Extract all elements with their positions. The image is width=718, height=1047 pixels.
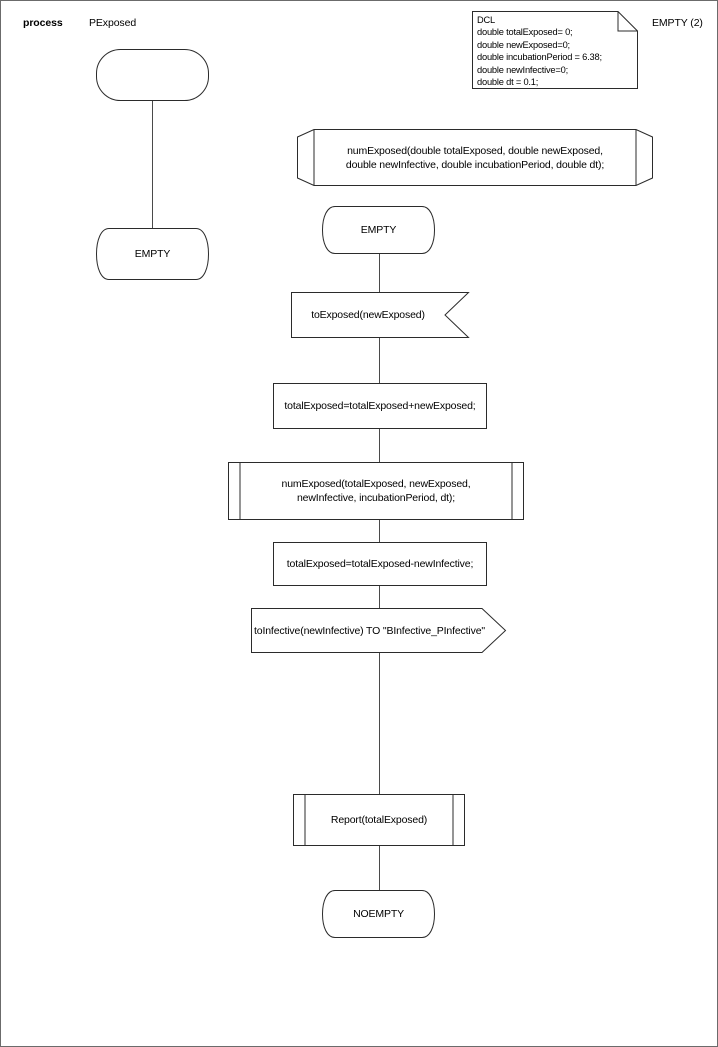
task-sub-path <box>273 542 487 586</box>
declaration-note-text: DCL double totalExposed= 0; double newEx… <box>477 15 602 88</box>
connector-start-to-empty-state <box>152 101 153 228</box>
connector-report-to-noempty <box>379 846 380 890</box>
state-empty-left[interactable]: EMPTY <box>95 228 210 280</box>
procedure-call-num-symbol[interactable]: numExposed(totalExposed, newExposed, new… <box>228 462 524 520</box>
procedure-call-report-symbol[interactable]: Report(totalExposed) <box>293 794 465 846</box>
procedure-call-report-path <box>293 794 465 846</box>
declaration-note[interactable]: DCL double totalExposed= 0; double newEx… <box>472 11 638 89</box>
state-noempty-path <box>321 890 436 938</box>
input-signal-symbol[interactable]: toExposed(newExposed) <box>291 292 470 338</box>
process-keyword-label: process <box>23 17 63 29</box>
state-empty-left-path <box>95 228 210 280</box>
start-symbol[interactable] <box>96 49 209 101</box>
procedure-call-num-path <box>228 462 524 520</box>
start-symbol-path <box>96 49 209 101</box>
task-add-symbol[interactable]: totalExposed=totalExposed+newExposed; <box>273 383 487 429</box>
output-signal-path <box>251 608 507 653</box>
connector-task-add-to-call <box>379 429 380 462</box>
procedure-declaration-symbol[interactable]: numExposed(double totalExposed, double n… <box>297 129 653 186</box>
connector-input-to-task-add <box>379 338 380 383</box>
note-folded-corner-path <box>617 11 638 32</box>
task-add-path <box>273 383 487 429</box>
connector-output-to-report <box>379 653 380 794</box>
state-empty-main-path <box>321 206 436 254</box>
connector-state-to-input <box>379 254 380 292</box>
note-body-path <box>472 11 638 89</box>
task-sub-symbol[interactable]: totalExposed=totalExposed-newInfective; <box>273 542 487 586</box>
state-empty-main[interactable]: EMPTY <box>321 206 436 254</box>
state-noempty[interactable]: NOEMPTY <box>321 890 436 938</box>
process-name-label: PExposed <box>89 17 137 29</box>
output-signal-symbol[interactable]: toInfective(newInfective) TO "BInfective… <box>251 608 507 653</box>
page-label: EMPTY (2) <box>652 17 703 29</box>
connector-call-to-task-sub <box>379 520 380 542</box>
input-signal-path <box>291 292 470 338</box>
procedure-declaration-outline-path <box>297 129 653 186</box>
connector-task-sub-to-output <box>379 586 380 608</box>
